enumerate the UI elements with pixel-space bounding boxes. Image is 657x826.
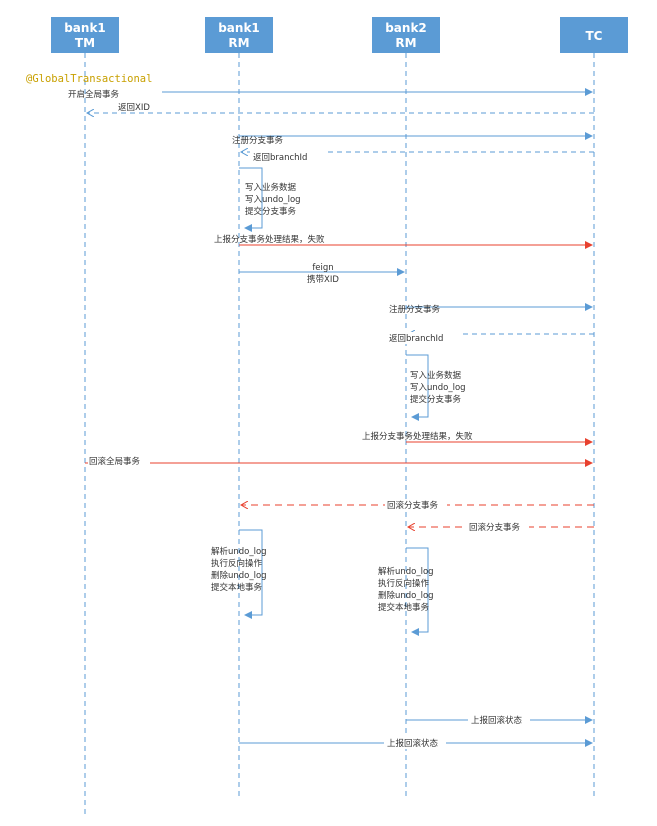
participant-rm2-name: bank2	[385, 21, 427, 35]
message-label: 上报回滚状态	[471, 715, 523, 726]
message-label: 回滚分支事务	[387, 500, 439, 511]
participant-header-tm: bank1 TM	[51, 17, 119, 53]
message-register-branch-rm1: 注册分支事务	[232, 132, 593, 146]
message-label: 上报分支事务处理结果，失败	[214, 234, 325, 245]
message-label: 注册分支事务	[232, 135, 284, 146]
message-report-branch-failed-rm1: 上报分支事务处理结果，失败	[214, 234, 593, 249]
participant-rm1-name: bank1	[218, 21, 260, 35]
participant-header-rm2: bank2 RM	[372, 17, 440, 53]
message-report-branch-failed-rm2: 上报分支事务处理结果，失败	[362, 431, 593, 446]
self-loop-line: 删除undo_log	[378, 590, 434, 601]
message-label: 回滚全局事务	[89, 456, 141, 467]
message-label: 返回XID	[118, 102, 150, 113]
message-report-rollback-rm2: 上报回滚状态	[406, 714, 593, 726]
self-loop-line: 写入undo_log	[410, 383, 466, 393]
self-loop-line: 写入业务数据	[410, 370, 462, 381]
self-loop-rm1-undo: 解析undo_log 执行反向操作 删除undo_log 提交本地事务	[211, 529, 267, 619]
message-label-carry-xid: 携带XID	[307, 274, 339, 285]
message-label: 回滚分支事务	[469, 522, 521, 533]
message-begin-global-tx: 开启全局事务	[68, 88, 593, 100]
self-loop-line: 解析undo_log	[211, 546, 267, 557]
message-rollback-branch-rm1: 回滚分支事务	[241, 499, 594, 511]
message-label: 返回branchId	[253, 152, 307, 163]
message-return-branchid-rm2: 返回branchId	[388, 332, 594, 344]
self-loop-line: 写入undo_log	[245, 195, 301, 205]
message-feign-carry-xid: feign 携带XID	[239, 263, 405, 285]
message-rollback-branch-rm2: 回滚分支事务	[408, 521, 594, 533]
participant-header-rm1: bank1 RM	[205, 17, 273, 53]
self-loop-line: 提交本地事务	[211, 582, 263, 593]
message-return-branchid-rm1: 返回branchId	[241, 151, 594, 163]
message-label: 开启全局事务	[68, 89, 120, 100]
self-loop-line: 提交本地事务	[378, 602, 430, 613]
message-return-xid: 返回XID	[87, 101, 594, 113]
participant-rm1-role: RM	[228, 36, 249, 50]
message-label: 上报分支事务处理结果，失败	[362, 431, 473, 442]
message-label: 返回branchId	[389, 333, 443, 344]
message-register-branch-rm2: 注册分支事务	[389, 303, 593, 315]
self-loop-rm1-write: 写入业务数据 写入undo_log 提交分支事务	[239, 167, 301, 232]
message-label: 注册分支事务	[389, 304, 441, 315]
self-loop-line: 写入业务数据	[245, 182, 297, 193]
self-loop-line: 执行反向操作	[211, 558, 263, 569]
message-rollback-global-tx: 回滚全局事务	[85, 455, 593, 467]
self-loop-line: 提交分支事务	[245, 206, 297, 217]
message-label: 上报回滚状态	[387, 738, 439, 749]
self-loop-line: 提交分支事务	[410, 394, 462, 405]
participant-tc-name: TC	[586, 29, 603, 43]
participant-header-tc: TC	[560, 17, 628, 53]
message-label-feign: feign	[312, 263, 333, 273]
self-loop-line: 执行反向操作	[378, 578, 430, 589]
message-report-rollback-rm1: 上报回滚状态	[239, 737, 593, 749]
annotation-global-transactional: @GlobalTransactional	[26, 73, 152, 85]
participant-tm-role: TM	[75, 36, 95, 50]
self-loop-rm2-undo: 解析undo_log 执行反向操作 删除undo_log 提交本地事务	[378, 547, 434, 636]
self-loop-line: 解析undo_log	[378, 566, 434, 577]
self-loop-line: 删除undo_log	[211, 570, 267, 581]
participant-rm2-role: RM	[395, 36, 416, 50]
participant-tm-name: bank1	[64, 21, 106, 35]
self-loop-rm2-write: 写入业务数据 写入undo_log 提交分支事务	[406, 354, 466, 421]
